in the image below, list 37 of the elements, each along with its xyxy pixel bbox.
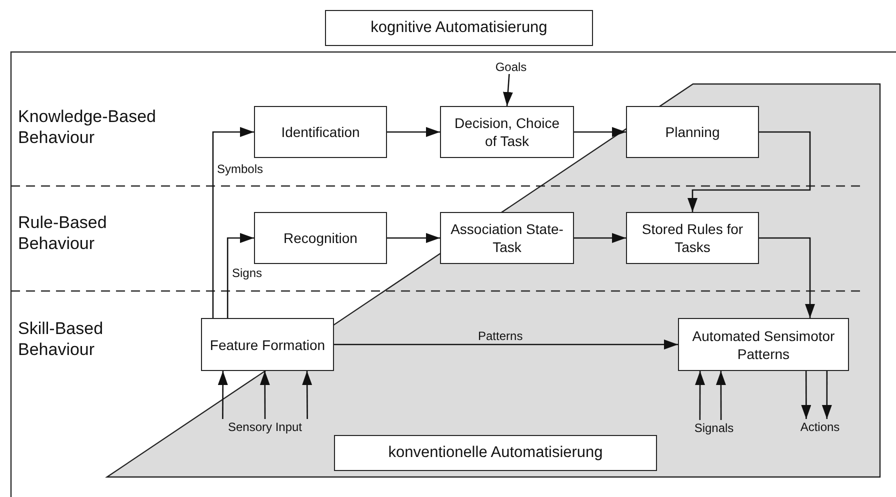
- arrow: [759, 237, 815, 318]
- process-box: Association State-Task: [440, 212, 574, 264]
- process-box: Feature Formation: [201, 318, 334, 371]
- arrow: [716, 371, 726, 420]
- arrow: [574, 233, 626, 243]
- arrow: [688, 131, 811, 212]
- layer-label: Knowledge-Based Behaviour: [18, 106, 157, 148]
- arrow: [801, 371, 812, 419]
- edge-label: Symbols: [217, 162, 264, 176]
- arrow: [260, 371, 270, 419]
- edge-label: Signs: [232, 266, 262, 280]
- process-box: Stored Rules for Tasks: [626, 212, 759, 264]
- process-box: Recognition: [254, 212, 387, 264]
- arrow: [226, 233, 254, 318]
- layer-label: Skill-Based Behaviour: [18, 318, 104, 360]
- arrow: [502, 74, 513, 106]
- input-label: Actions: [797, 419, 843, 434]
- process-box: Automated Sensimotor Patterns: [678, 318, 849, 371]
- arrow: [387, 233, 440, 243]
- arrow: [574, 127, 626, 137]
- input-label: Signals: [692, 420, 736, 435]
- process-box: Planning: [626, 106, 759, 158]
- arrow: [822, 371, 832, 419]
- layer-label: Rule-Based Behaviour: [18, 212, 108, 254]
- edge-label: Patterns: [478, 329, 523, 343]
- arrow: [387, 127, 440, 137]
- input-label: Sensory Input: [220, 419, 310, 434]
- arrow: [212, 127, 254, 318]
- process-box: kognitive Automatisierung: [325, 10, 593, 46]
- process-box: Decision, Choice of Task: [440, 106, 574, 158]
- process-box: konventionelle Automatisierung: [334, 435, 657, 471]
- process-box: Identification: [254, 106, 387, 158]
- arrow: [695, 371, 706, 420]
- arrow: [302, 371, 312, 419]
- arrow: [334, 340, 678, 350]
- input-label: Goals: [493, 59, 529, 74]
- arrow: [218, 371, 228, 419]
